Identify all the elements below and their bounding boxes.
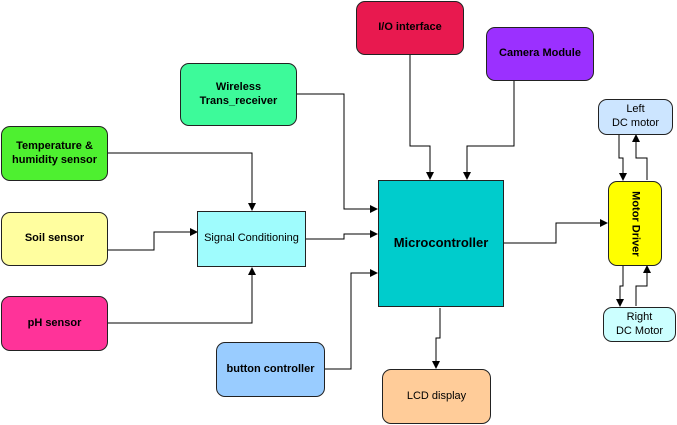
- left-dc-motor-label: Left DC motor: [611, 103, 660, 129]
- left-dc-motor-block: Left DC motor: [598, 99, 673, 135]
- soil-sensor-label: Soil sensor: [24, 232, 85, 245]
- arrow-driver-to-right-motor: [616, 266, 624, 307]
- button-controller-block: button controller: [216, 342, 325, 397]
- signal-conditioning-label: Signal Conditioning: [204, 232, 299, 245]
- ph-sensor-block: pH sensor: [1, 296, 108, 351]
- arrow-button-to-micro: [325, 269, 378, 370]
- wireless-transceiver-label: Wireless Trans_receiver: [199, 80, 278, 107]
- lcd-display-block: LCD display: [382, 369, 491, 424]
- arrow-left-motor-to-driver: [618, 135, 627, 181]
- arrow-right-motor-to-driver: [635, 265, 651, 306]
- arrow-ph-to-signal: [108, 267, 256, 324]
- microcontroller-label: Microcontroller: [393, 235, 489, 251]
- arrow-wireless-to-micro: [297, 93, 378, 213]
- arrow-temperature-to-signal: [108, 152, 256, 211]
- temperature-humidity-sensor-label: Temperature & humidity sensor: [12, 139, 97, 166]
- io-interface-label: I/O interface: [378, 21, 442, 34]
- right-dc-motor-label: Right DC Motor: [615, 310, 664, 337]
- io-interface-block: I/O interface: [356, 1, 464, 55]
- temperature-humidity-sensor-block: Temperature & humidity sensor: [1, 126, 108, 181]
- arrow-io-to-micro: [409, 55, 434, 180]
- button-controller-label: button controller: [226, 362, 315, 375]
- arrow-micro-to-motor-driver: [504, 219, 608, 244]
- camera-module-block: Camera Module: [486, 27, 594, 81]
- lcd-display-label: LCD display: [406, 389, 467, 402]
- right-dc-motor-block: Right DC Motor: [603, 307, 676, 342]
- arrow-micro-to-lcd: [432, 308, 441, 369]
- microcontroller-block: Microcontroller: [378, 180, 504, 307]
- arrow-soil-to-signal: [108, 228, 198, 251]
- arrow-signal-to-micro: [306, 230, 378, 240]
- arrow-camera-to-micro: [463, 81, 515, 180]
- wireless-transceiver-block: Wireless Trans_receiver: [180, 63, 297, 126]
- motor-driver-label: Motor Driver: [629, 190, 642, 257]
- ph-sensor-label: pH sensor: [27, 316, 82, 329]
- soil-sensor-block: Soil sensor: [1, 212, 108, 266]
- motor-driver-block: Motor Driver: [608, 181, 662, 266]
- camera-module-label: Camera Module: [499, 47, 581, 60]
- arrow-driver-to-left-motor: [632, 134, 648, 180]
- signal-conditioning-block: Signal Conditioning: [197, 211, 306, 267]
